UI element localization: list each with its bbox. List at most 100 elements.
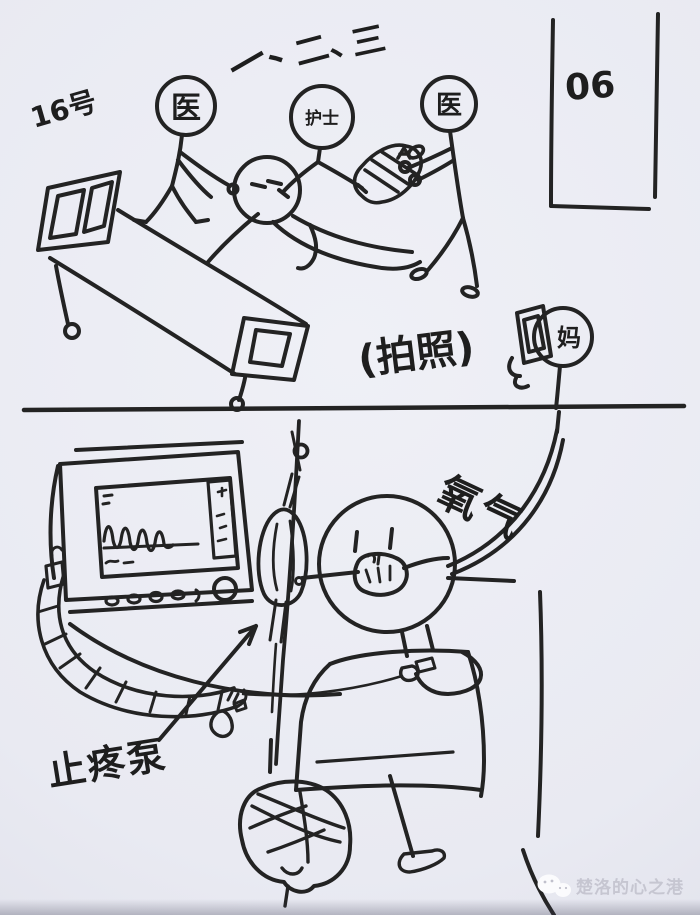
mom-label: 妈 xyxy=(557,324,581,352)
pain-pump-label: 止疼泵 xyxy=(45,733,170,795)
gown-left-edge xyxy=(294,662,332,792)
oxygen-label: 氧气 xyxy=(430,467,532,549)
bandaged-foot xyxy=(238,779,353,908)
patient-shoe xyxy=(397,848,447,874)
patient-head xyxy=(317,494,457,634)
mask-strap-left xyxy=(300,570,360,580)
iv-bag-inner-lines xyxy=(271,519,295,593)
iv-pole xyxy=(274,419,301,766)
patient-leg-right xyxy=(388,774,415,858)
corner-stroke xyxy=(521,848,556,915)
pca-button xyxy=(414,656,437,674)
gown-fold-line xyxy=(315,750,455,764)
foot-wrap-1 xyxy=(250,804,342,844)
door-frame xyxy=(549,12,660,211)
wechat-icon xyxy=(537,874,571,897)
arrow-head xyxy=(238,624,258,646)
mask-vent-lines xyxy=(364,564,392,584)
arrow-shaft xyxy=(157,624,258,742)
bandage-toe-loop xyxy=(406,144,426,160)
gown-shoulders xyxy=(328,648,470,666)
mom-body xyxy=(554,364,562,410)
bed-headboard-panel-1 xyxy=(48,188,86,240)
patient-bottom-figure xyxy=(241,410,565,874)
iv-bag xyxy=(256,507,309,607)
iv-stand xyxy=(256,419,310,766)
panel-divider xyxy=(21,403,687,413)
doctor-right-hand-1 xyxy=(398,160,412,174)
bed-wheel-front xyxy=(63,322,81,340)
bed-footboard-panel xyxy=(248,328,292,368)
bag-ties xyxy=(282,472,301,509)
oxygen-tube-1 xyxy=(446,428,559,568)
pump-button-marks xyxy=(226,690,240,704)
bed-footboard xyxy=(230,316,310,382)
wechat-eye-1 xyxy=(543,880,547,884)
strap-end-loop xyxy=(294,576,304,586)
patient-top-sheet-line xyxy=(206,212,260,264)
hospital-bed xyxy=(36,170,310,412)
nurse-hand-right xyxy=(356,183,368,194)
mom-hand xyxy=(507,356,530,390)
door-bottom-edge xyxy=(549,204,651,211)
photo-caption: (拍照) xyxy=(356,324,477,384)
foot-toe-curl xyxy=(280,866,304,876)
patient-closed-eyes xyxy=(353,527,394,553)
nurse-figure xyxy=(277,84,368,199)
doctor-left-arm-1 xyxy=(178,150,232,188)
mask-strap-right xyxy=(402,556,450,570)
pca-cord xyxy=(241,674,404,697)
monitor-button-4 xyxy=(170,589,186,601)
drip-line xyxy=(270,642,278,714)
door-right-edge xyxy=(653,12,660,199)
doctor-right-foot-1 xyxy=(409,266,429,282)
wechat-eye-3 xyxy=(558,886,562,890)
doctor-left-leg-2 xyxy=(170,184,210,224)
screen-baseline xyxy=(102,542,200,550)
foot-wrap-5 xyxy=(298,790,310,864)
bedside-top-line xyxy=(446,576,516,583)
monitor-side-connector xyxy=(44,560,66,590)
count-marks: 一、 二、 三 xyxy=(221,16,390,92)
door-left-edge xyxy=(549,18,555,208)
oxygen-tube-2 xyxy=(450,438,565,576)
monitor-knob xyxy=(212,576,238,602)
patient-leg-left-stub xyxy=(268,738,273,774)
wechat-bubble-small xyxy=(555,883,571,897)
door-number-label: 06 xyxy=(564,65,617,109)
panel-top: 一、 二、 三 16号 06 医 xyxy=(27,12,660,412)
doctor-left-arm-2 xyxy=(176,158,213,199)
monitor-button-2 xyxy=(126,593,142,605)
oxygen-mask xyxy=(352,551,409,597)
patient-top-arm xyxy=(296,223,319,271)
doctor-right-body xyxy=(448,129,465,220)
bed-leg-front xyxy=(54,264,70,326)
watermark: 楚洛的心之港 xyxy=(537,874,684,898)
mom-head xyxy=(532,306,594,368)
gown-right-edge xyxy=(466,650,486,798)
panel-bottom: 止疼泵 xyxy=(36,410,565,915)
doctor-right-label: 医 xyxy=(436,91,462,121)
doctor-right-foot-2 xyxy=(460,285,480,299)
connector-hook xyxy=(50,545,64,558)
foot-wrap-4 xyxy=(266,828,326,854)
gown-bottom-edge xyxy=(294,783,483,792)
doctor-right-figure xyxy=(398,75,480,299)
monitor-bottom-edge xyxy=(68,599,254,614)
wechat-eye-4 xyxy=(564,886,568,890)
patient-top-eye-1 xyxy=(250,182,267,189)
watermark-text: 楚洛的心之港 xyxy=(576,877,684,898)
nurse-neck xyxy=(316,146,322,164)
screen-tick-marks xyxy=(101,493,114,506)
nurse-hand-left xyxy=(277,188,290,199)
screen-bottom-scribbles xyxy=(104,559,135,565)
monitor-button-5 xyxy=(194,588,201,603)
doctor-left-head xyxy=(155,75,217,137)
count-mark-3: 三 xyxy=(348,19,390,65)
patient-top-head xyxy=(232,155,302,225)
doctor-left-leg-1 xyxy=(132,184,174,224)
doctor-right-leg-2 xyxy=(461,216,479,288)
bedside-lines xyxy=(446,576,556,915)
patient-carried-figure xyxy=(206,155,422,271)
